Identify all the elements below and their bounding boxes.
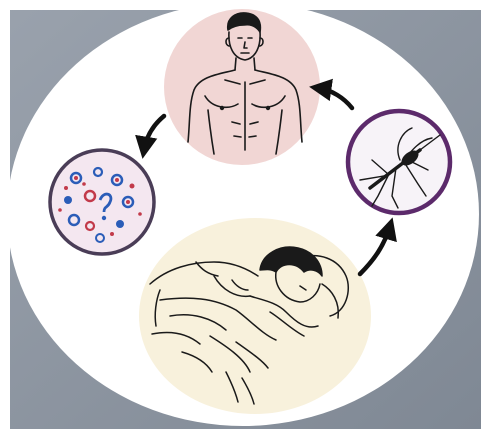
human-node — [164, 9, 320, 165]
blood-node — [50, 150, 154, 254]
mosquito-circle — [348, 111, 450, 213]
mosquito-node — [348, 111, 450, 213]
sleeper-node — [139, 218, 371, 414]
